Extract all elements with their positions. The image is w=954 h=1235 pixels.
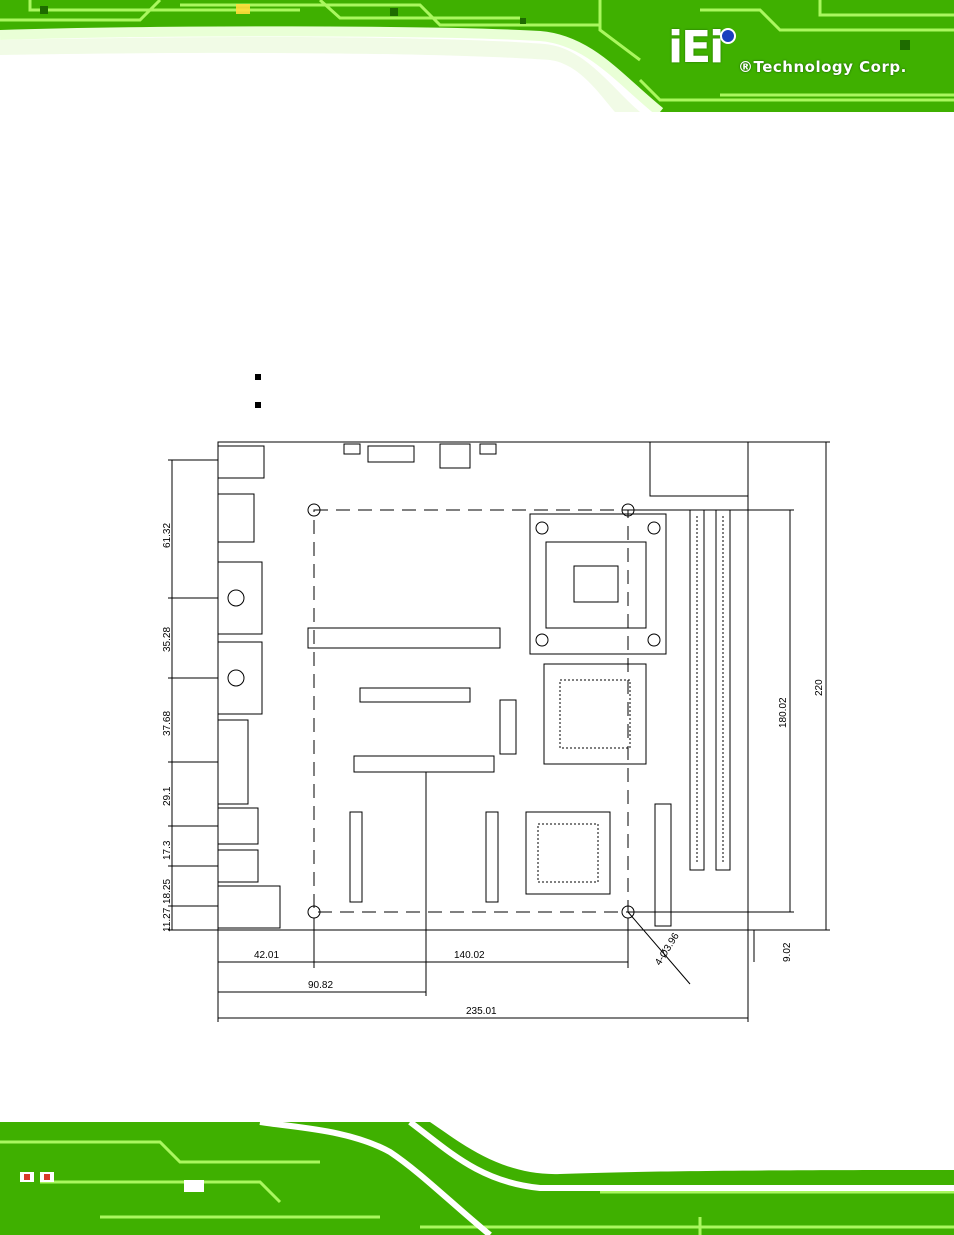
hole-note: 4-Ø3.96 (653, 931, 682, 968)
ide-connector (307, 627, 501, 649)
io-usb-lan (217, 885, 281, 929)
top-right-connector (649, 441, 749, 497)
page-footer-banner (0, 1122, 954, 1235)
io-audio (217, 445, 265, 479)
cpu-socket (529, 513, 667, 655)
dim-left-0: 61.32 (162, 523, 173, 548)
bullet-square-icon (255, 402, 261, 408)
bullet-square-icon (255, 374, 261, 380)
dim-label-9: 9.02 (782, 942, 793, 962)
dim-left-2: 37.68 (162, 711, 173, 736)
dim-left-3: 29.1 (162, 786, 173, 806)
io-vga (217, 561, 263, 635)
card-slot (353, 755, 495, 773)
dim-label-90: 90.82 (308, 980, 333, 991)
circuit-board-background (0, 0, 954, 112)
bullet-list (255, 374, 261, 430)
io-lan2 (217, 849, 259, 883)
dim-label-235: 235.01 (466, 1006, 497, 1017)
dim-label-42: 42.01 (254, 950, 279, 961)
logo-company-name: ®Technology Corp. (738, 58, 907, 76)
page-header-banner: iEi ®Technology Corp. (0, 0, 954, 112)
logo-dot-icon (720, 28, 736, 44)
dim-label-180: 180.02 (778, 697, 789, 728)
logo-mark: iEi (668, 22, 724, 73)
dim-left-5: 18.25 (162, 879, 173, 904)
southbridge-chip (525, 811, 611, 895)
dim-left-6: 11.27 (162, 907, 173, 932)
cf-connector (359, 687, 471, 703)
board-dimension-drawing: 42.01 140.02 90.82 235.01 4-Ø3.96 220 18… (150, 432, 850, 1032)
board-outline (217, 441, 749, 931)
io-lpt (217, 719, 249, 805)
io-usb (217, 493, 255, 543)
dim-label-140: 140.02 (454, 950, 485, 961)
io-com (217, 641, 263, 715)
dim-left-1: 35.28 (162, 627, 173, 652)
northbridge-chip (543, 663, 647, 765)
dim-left-4: 17.3 (162, 840, 173, 860)
iei-logo: iEi ®Technology Corp. (664, 20, 934, 90)
circuit-board-footer-background (0, 1122, 954, 1235)
dim-label-220: 220 (814, 679, 825, 696)
dimension-drawing-svg: 42.01 140.02 90.82 235.01 4-Ø3.96 220 18… (162, 441, 830, 1022)
io-lan1 (217, 807, 259, 845)
